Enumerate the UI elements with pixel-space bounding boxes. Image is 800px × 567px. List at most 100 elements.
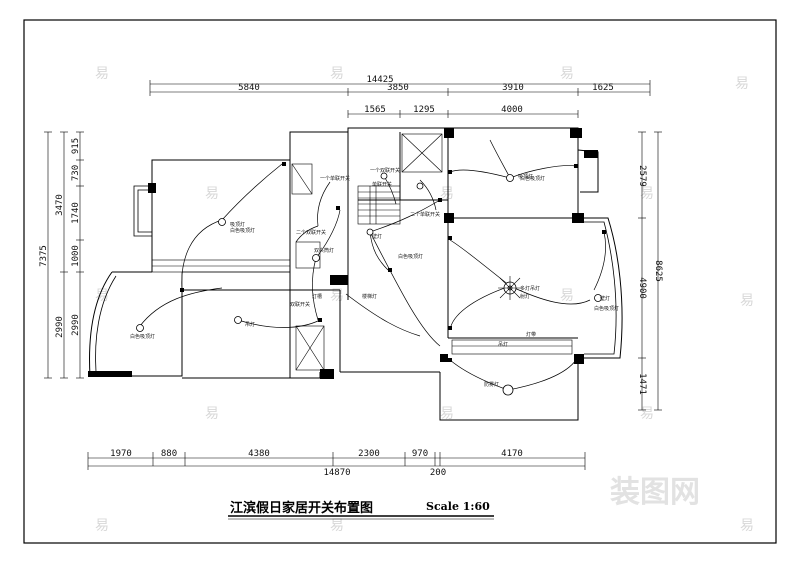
dim-right-inner: 4900 <box>637 277 647 299</box>
dim-top-inner: 1565 <box>364 105 386 115</box>
note-label: 白色吸顶灯 <box>520 175 545 182</box>
switch-icon <box>180 288 184 292</box>
watermark-glyph: 易 <box>205 186 219 202</box>
ceiling-light-icon <box>594 294 602 302</box>
switch-icon <box>448 170 452 174</box>
note-label: 灯槽 <box>312 293 322 300</box>
note-label: 二个单联开关 <box>410 211 440 218</box>
dim-left-inner: 1740 <box>71 202 81 224</box>
note-label: 白色吸顶灯 <box>230 227 255 234</box>
note-label: 二个双联开关 <box>296 229 326 236</box>
watermark-glyph: 易 <box>95 66 109 82</box>
bottom-dimensions <box>87 452 586 470</box>
note-label: 白色吸顶灯 <box>130 333 155 340</box>
dim-right-overall: 8625 <box>653 260 663 282</box>
watermark-glyph: 易 <box>560 66 574 82</box>
ceiling-light-icon <box>312 254 320 262</box>
dim-top-inner: 4000 <box>501 105 523 115</box>
switch-icon <box>448 358 452 362</box>
watermark-glyph: 易 <box>740 293 754 309</box>
dim-bottom-overall: 14870 <box>323 468 350 478</box>
switch-icon <box>388 268 392 272</box>
watermark-glyph: 易 <box>735 76 749 92</box>
note-label: 射灯 <box>520 293 530 300</box>
dim-left-overall: 7375 <box>39 245 49 267</box>
note-label: 吊灯 <box>245 321 255 328</box>
drawing-scale: Scale 1:60 <box>426 500 490 513</box>
note-label: 壁灯 <box>600 295 610 302</box>
watermark-glyph: 易 <box>205 406 219 422</box>
dim-right-inner: 1471 <box>637 373 647 395</box>
switch-icon <box>574 164 578 168</box>
note-label: 双联开关 <box>290 301 310 308</box>
watermark-glyph: 易 <box>330 518 344 534</box>
note-label: 吸顶灯 <box>230 221 245 228</box>
dim-bottom-seg: 4170 <box>501 449 523 459</box>
dim-left-mid: 3470 <box>55 194 65 216</box>
dim-left-inner: 1000 <box>71 245 81 267</box>
window-bay-left <box>133 185 152 237</box>
watermark-glyph: 易 <box>740 518 754 534</box>
dim-bottom-small: 200 <box>430 468 446 478</box>
note-label: 单联开关 <box>372 181 392 188</box>
note-label: 白色吸顶灯 <box>594 305 619 312</box>
switch-icon <box>438 198 442 202</box>
dim-left-mid: 2990 <box>55 316 65 338</box>
ceiling-light-icon <box>234 316 242 324</box>
dim-left-inner: 730 <box>71 165 81 181</box>
switch-icon <box>336 206 340 210</box>
top-dimensions <box>149 80 651 118</box>
dim-bottom-seg: 970 <box>412 449 428 459</box>
note-label: 一个单联开关 <box>320 175 350 182</box>
watermark-glyph: 易 <box>95 518 109 534</box>
note-label: 楼梯灯 <box>362 293 377 300</box>
watermark-brand: 装图网 <box>610 475 700 510</box>
switches <box>180 162 606 362</box>
watermark-glyph: 易 <box>440 406 454 422</box>
watermark-glyph: 易 <box>440 186 454 202</box>
ceiling-light-icon <box>218 218 226 226</box>
dim-bottom-seg: 880 <box>161 449 177 459</box>
dim-bottom-seg: 2300 <box>358 449 380 459</box>
watermark-layer: 易 易 易 易 易 易 易 易 易 易 易 易 易 易 易 易 易 装图网 <box>95 66 754 534</box>
window-curve-right <box>584 221 617 355</box>
dim-top-seg: 5840 <box>238 83 260 93</box>
ceiling-light-icon <box>416 182 424 190</box>
dim-top-seg: 1625 <box>592 83 614 93</box>
note-label: 吊灯 <box>498 341 508 348</box>
dim-left-inner: 915 <box>71 138 81 154</box>
drawing-title: 江滨假日家居开关布置图 <box>230 500 373 516</box>
ceiling-light-icon <box>136 324 144 332</box>
note-label: 壁灯 <box>372 233 382 240</box>
note-label: 吸顶灯 <box>518 173 533 180</box>
shafts <box>291 133 443 371</box>
switch-icon <box>448 326 452 330</box>
note-label: 多灯吊灯 <box>520 285 540 292</box>
ceiling-light-icon <box>380 172 388 180</box>
dim-bottom-seg: 1970 <box>110 449 132 459</box>
switch-icon <box>318 318 322 322</box>
dim-left-inner: 2990 <box>71 314 81 336</box>
note-label: 防雾灯 <box>484 381 499 388</box>
note-label: 双头筒灯 <box>314 247 334 254</box>
switch-icon <box>574 358 578 362</box>
window-curve-lower-left <box>95 275 117 373</box>
dim-overall-top: 14425 <box>366 75 393 85</box>
watermark-glyph: 易 <box>95 288 109 304</box>
dim-top-seg: 3910 <box>502 83 524 93</box>
note-label: 灯带 <box>526 331 536 338</box>
dim-top-inner: 1295 <box>413 105 435 115</box>
watermark-glyph: 易 <box>330 66 344 82</box>
note-label: 一个双联开关 <box>370 167 400 174</box>
dim-right-inner: 2579 <box>637 165 647 187</box>
drawing-border <box>23 19 777 544</box>
walls <box>89 127 623 421</box>
chandelier-rays <box>498 276 522 300</box>
annotation-labels: 一个单联开关 一个双联开关 二个单联开关 二个双联开关 吸顶灯 吊灯 双头筒灯 … <box>130 167 619 388</box>
dim-top-seg: 3850 <box>387 83 409 93</box>
watermark-glyph: 易 <box>560 288 574 304</box>
switch-icon <box>602 230 606 234</box>
columns <box>88 128 598 379</box>
